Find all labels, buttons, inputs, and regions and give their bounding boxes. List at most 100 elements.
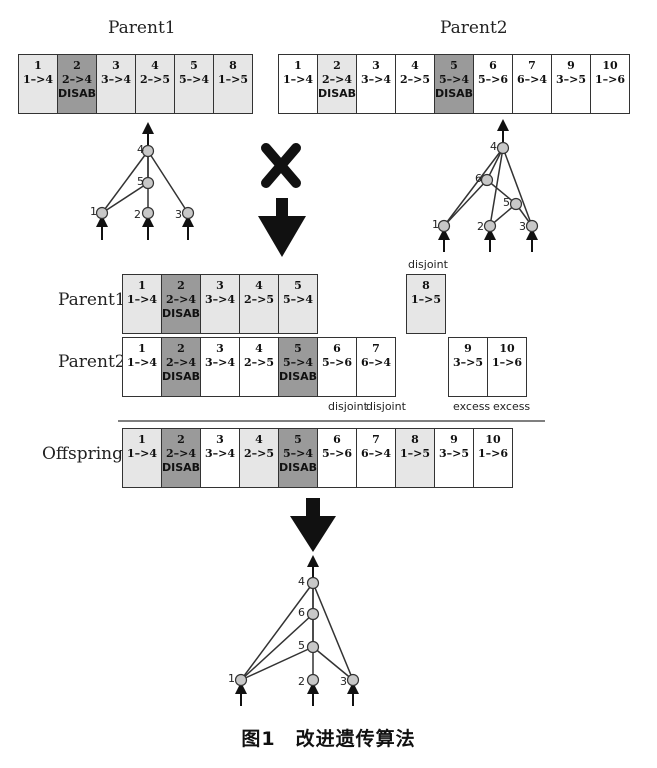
gene-innovation-number: 5 [450,59,458,72]
gene-connection: 2–>5 [399,73,431,86]
gene-innovation-number: 9 [450,433,458,446]
gene-connection: 5–>6 [477,73,509,86]
gene-innovation-number: 1 [138,279,146,292]
gene-innovation-number: 4 [255,433,263,446]
gene-innovation-number: 1 [138,433,146,446]
gene-innovation-number: 3 [216,279,224,292]
gene-disabled-flag: DISAB [434,87,474,100]
parent2-title: Parent2 [440,18,508,38]
gene-innovation-number: 1 [34,59,42,72]
gene-disabled-flag: DISAB [317,87,357,100]
gene-innovation-number: 2 [177,279,185,292]
down-arrow-icon [258,198,306,257]
crossover-x-icon [261,143,301,188]
gene-connection: 1–>6 [477,447,509,460]
gene-disabled-flag: DISAB [161,461,201,474]
node-label: 3 [519,220,526,233]
gene-connection: 2–>4 [165,447,197,460]
gene-connection: 6–>4 [360,447,392,460]
disjoint-label: disjoint [408,258,448,271]
node-label: 4 [298,575,305,588]
gene-innovation-number: 9 [464,342,472,355]
gene-connection: 5–>4 [282,293,314,306]
gene-innovation-number: 7 [528,59,536,72]
gene-innovation-number: 3 [112,59,120,72]
gene-connection: 1–>4 [282,73,314,86]
gene-connection: 5–>6 [321,356,353,369]
gene-innovation-number: 6 [333,342,341,355]
gene-connection: 5–>4 [282,356,314,369]
gene-connection: 5–>4 [438,73,470,86]
gene-connection: 2–>5 [243,447,275,460]
gene-disabled-flag: DISAB [161,370,201,383]
parent1-row-label: Parent1 [58,290,126,310]
gene-disabled-flag: DISAB [278,370,318,383]
node-label: 4 [137,143,144,156]
gene-disabled-flag: DISAB [278,461,318,474]
gene-innovation-number: 4 [411,59,419,72]
gene-connection: 2–>5 [139,73,171,86]
gene-connection: 1–>4 [126,447,158,460]
parent2-network [437,119,539,252]
gene-connection: 1–>4 [22,73,54,86]
gene-innovation-number: 3 [216,433,224,446]
gene-connection: 2–>4 [165,293,197,306]
gene-connection: 2–>5 [243,293,275,306]
gene-connection: 2–>4 [321,73,353,86]
node-label: 1 [90,205,97,218]
gene-connection: 1–>5 [217,73,249,86]
gene-innovation-number: 5 [294,433,302,446]
gene-innovation-number: 10 [485,433,501,446]
gene-innovation-number: 4 [255,342,263,355]
excess-label: excess [493,400,531,413]
disjoint-label: disjoint [366,400,406,413]
gene-innovation-number: 5 [294,279,302,292]
gene-connection: 1–>4 [126,356,158,369]
gene-connection: 1–>6 [594,73,626,86]
gene-innovation-number: 2 [177,342,185,355]
gene-connection: 5–>4 [178,73,210,86]
gene-innovation-number: 5 [190,59,198,72]
node-label: 2 [134,208,141,221]
gene-connection: 5–>6 [321,447,353,460]
gene-connection: 2–>4 [165,356,197,369]
offspring-network [234,555,360,706]
